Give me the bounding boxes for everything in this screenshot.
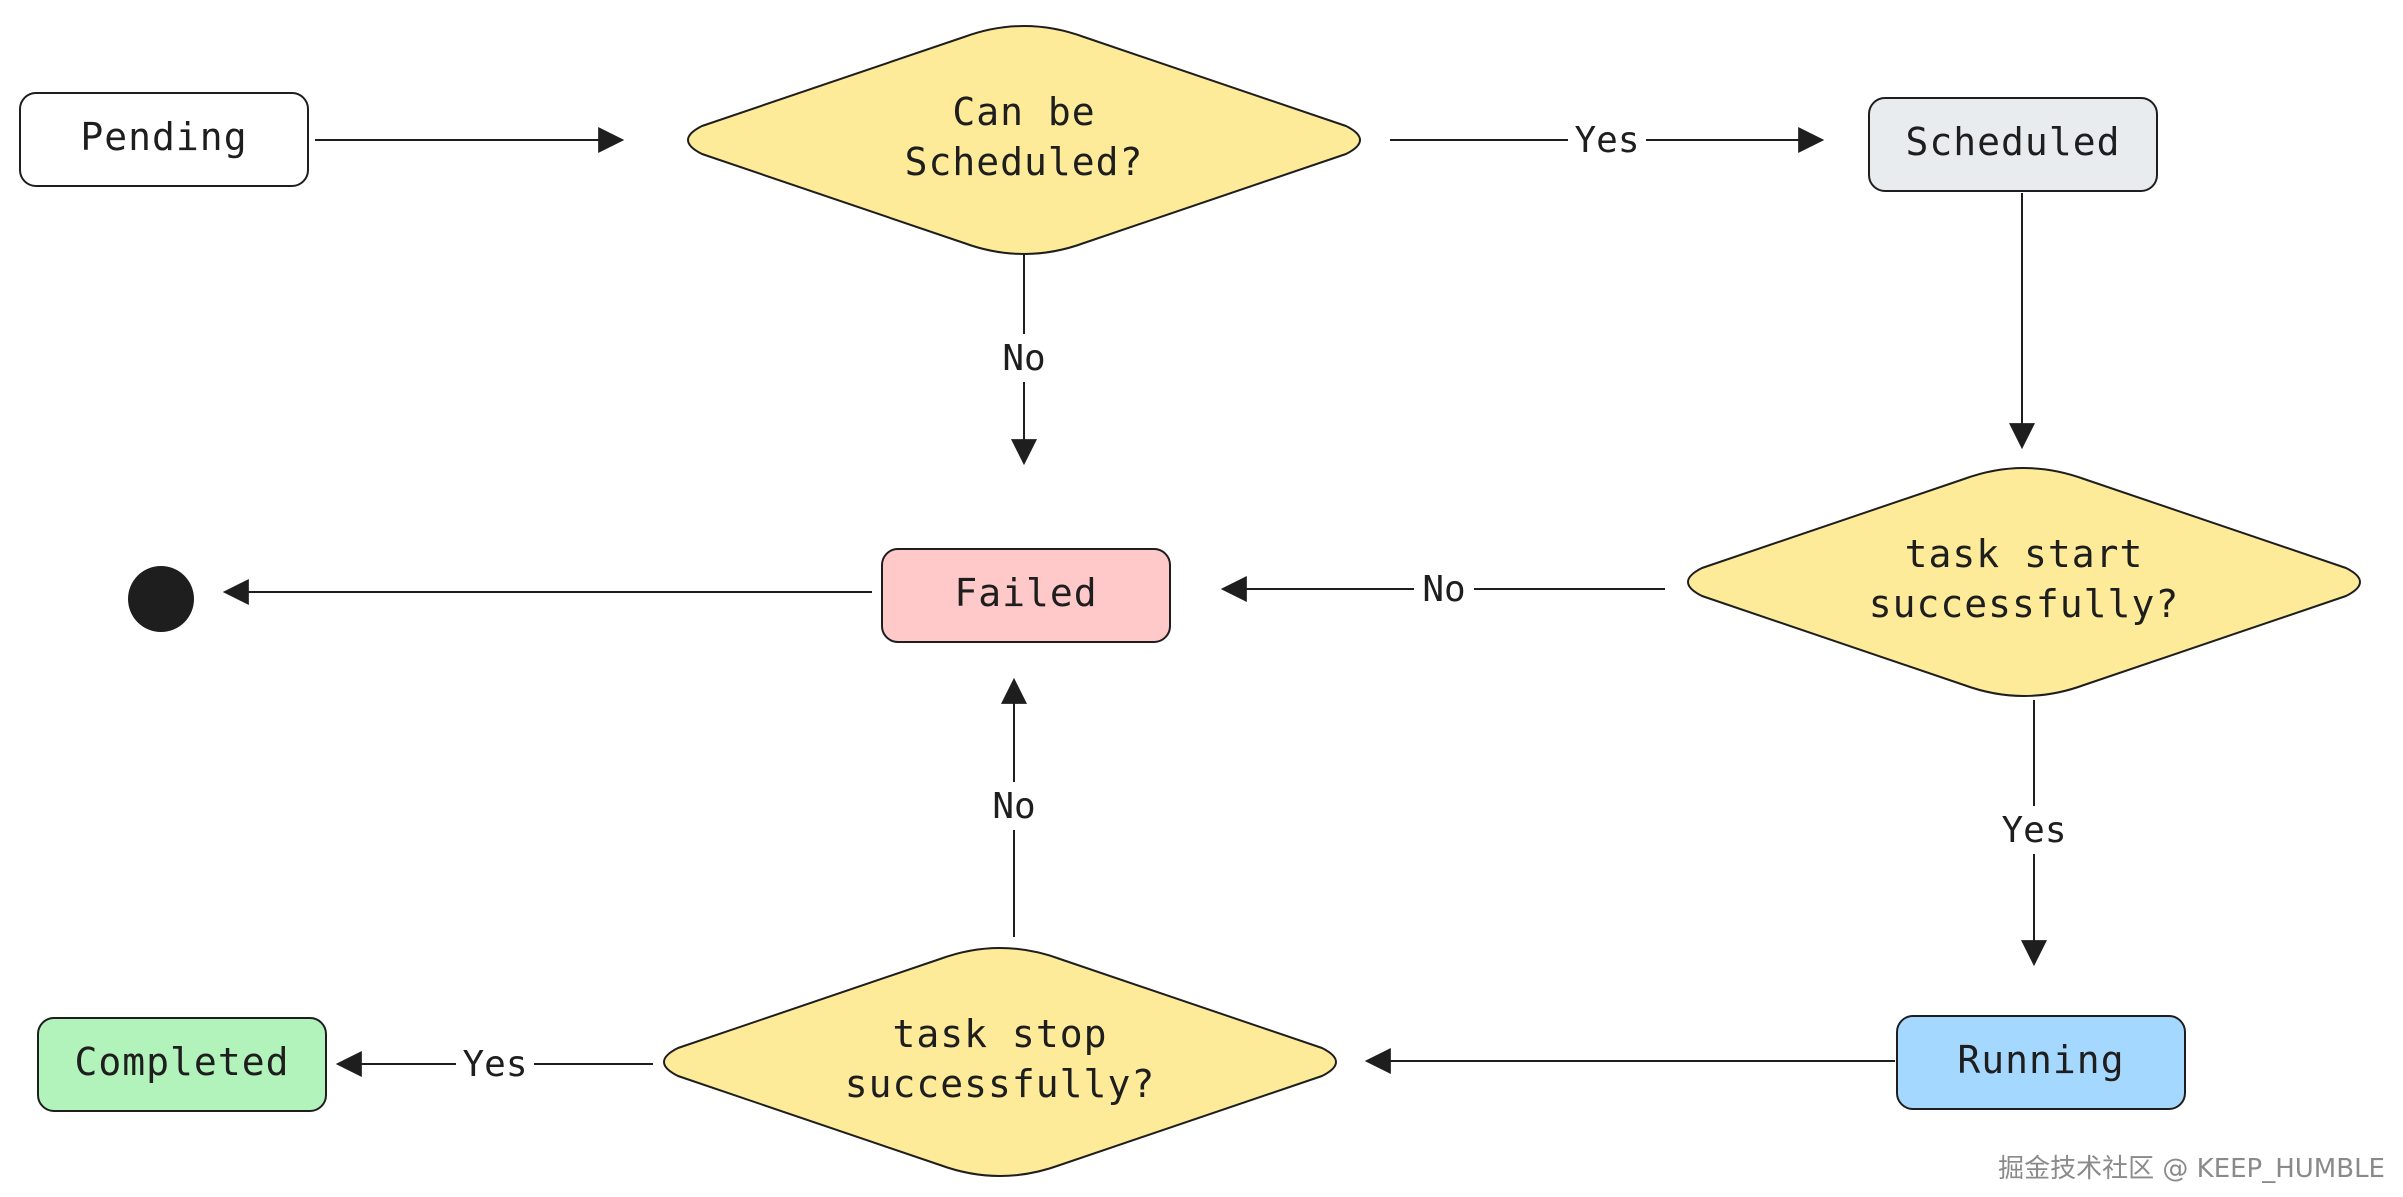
node-failed-label: Failed	[954, 571, 1097, 615]
edge-label-stop-yes: Yes	[462, 1044, 527, 1085]
decision-task-stop-line1: task stop	[893, 1012, 1108, 1056]
edge-label-start-yes: Yes	[2001, 810, 2066, 851]
decision-task-stop: task stop successfully?	[663, 947, 1337, 1177]
decision-can-be-scheduled: Can be Scheduled?	[687, 25, 1361, 255]
node-completed-shape	[37, 1017, 327, 1112]
node-scheduled-shape	[1868, 97, 2158, 192]
node-completed: Completed	[37, 1017, 327, 1112]
decision-task-start-line2: successfully?	[1869, 582, 2179, 626]
node-failed-shape	[881, 548, 1171, 643]
decision-task-start: task start successfully?	[1687, 467, 2361, 697]
node-pending: Pending	[19, 92, 309, 187]
node-completed-label: Completed	[75, 1040, 290, 1084]
decision-task-start-shape	[1687, 467, 2361, 697]
end-state-dot	[128, 566, 194, 632]
decision-can-be-scheduled-shape	[687, 25, 1361, 255]
decision-can-be-scheduled-line1: Can be	[952, 90, 1095, 134]
decision-task-stop-shape	[663, 947, 1337, 1177]
decision-can-be-scheduled-line2: Scheduled?	[905, 140, 1144, 184]
decision-task-stop-line2: successfully?	[845, 1062, 1155, 1106]
edge-label-stop-no: No	[992, 786, 1035, 827]
node-pending-label: Pending	[80, 115, 247, 159]
decision-task-start-line1: task start	[1905, 532, 2144, 576]
watermark: 掘金技术社区 @ KEEP_HUMBLE	[1998, 1154, 2385, 1184]
node-running: Running	[1896, 1015, 2186, 1110]
node-scheduled: Scheduled	[1868, 97, 2158, 192]
edge-label-start-no: No	[1422, 569, 1465, 610]
node-running-label: Running	[1957, 1038, 2124, 1082]
edge-label-schedule-no: No	[1002, 338, 1045, 379]
node-scheduled-label: Scheduled	[1906, 120, 2121, 164]
edge-label-schedule-yes: Yes	[1574, 120, 1639, 161]
node-failed: Failed	[881, 548, 1171, 643]
node-pending-shape	[19, 92, 309, 187]
node-running-shape	[1896, 1015, 2186, 1110]
